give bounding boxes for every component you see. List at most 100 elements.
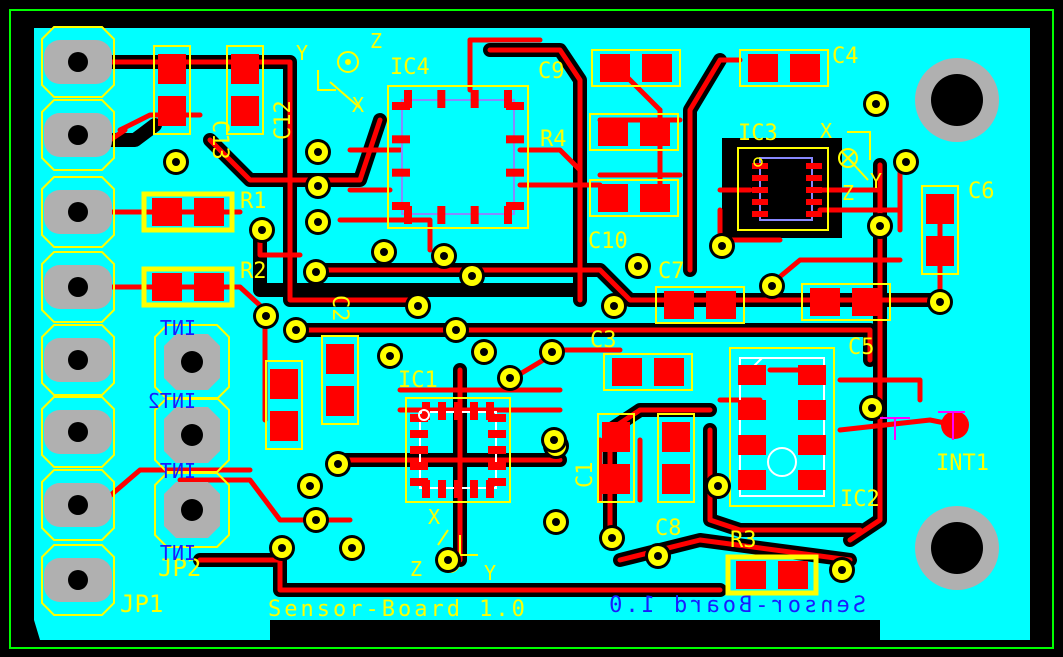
- ic4-pad: [392, 202, 410, 210]
- via-drill: [440, 252, 448, 260]
- ic2-body: [739, 357, 825, 497]
- jp1-pin-hole: [68, 422, 88, 442]
- ic1-pad: [454, 480, 462, 498]
- r2-pad: [152, 273, 182, 301]
- board-outline: [9, 9, 1054, 649]
- ic1-pad: [488, 462, 506, 470]
- r4-silk: [589, 113, 679, 151]
- jp1-pin-outline: [41, 469, 115, 541]
- ic3-pad: [806, 175, 822, 181]
- label-int1: INT1: [936, 451, 989, 476]
- c3-pad: [612, 358, 642, 386]
- jp1-pin-hole: [68, 277, 88, 297]
- ic2-pad: [738, 435, 766, 455]
- via-drill: [634, 262, 642, 270]
- ic4-pad: [392, 135, 410, 144]
- label-c11: C1: [573, 462, 598, 489]
- via-drill: [548, 348, 556, 356]
- mounting-holes: [915, 58, 999, 590]
- label-r3: R3: [730, 528, 757, 553]
- via-drill: [314, 148, 322, 156]
- ic1-pad: [470, 402, 478, 420]
- jp1-pin-hole: [68, 570, 88, 590]
- ic2-pad: [738, 470, 766, 490]
- ic1-pad: [454, 402, 462, 420]
- via-drill: [314, 218, 322, 226]
- jp1-pin-outline: [41, 396, 115, 468]
- via-drill: [414, 302, 422, 310]
- ic4-pad: [392, 168, 410, 177]
- vias: [163, 91, 953, 583]
- c12-silk: [226, 45, 264, 135]
- via-drill: [768, 282, 776, 290]
- jp1-pin-hole: [68, 495, 88, 515]
- jp1-pin-hole: [68, 125, 88, 145]
- ic1-pad: [486, 402, 494, 420]
- r1-pad: [194, 198, 224, 226]
- axis-y-ic4: Y: [296, 41, 308, 65]
- jp1-pin-outline: [41, 26, 115, 98]
- via-drill: [610, 302, 618, 310]
- c5-silk: [801, 283, 891, 321]
- via-drill: [278, 544, 286, 552]
- jp1-pin-hole: [68, 202, 88, 222]
- via-drill: [608, 534, 616, 542]
- axis-y-ic1: Y: [484, 561, 496, 585]
- ic2-silk: [729, 347, 835, 507]
- c3-pad: [654, 358, 684, 386]
- ic3-pad: [806, 163, 822, 169]
- ic1-pad: [438, 402, 446, 420]
- ic4-pad: [506, 168, 524, 177]
- ic3-pad: [752, 199, 768, 205]
- via-drill: [654, 552, 662, 560]
- jp1-pin-outline: [41, 251, 115, 323]
- ic4-pad: [437, 206, 446, 224]
- jp1-pin-hole: [68, 52, 88, 72]
- ic4-pad: [437, 90, 446, 108]
- jp2-pin-hole: [181, 351, 203, 373]
- ic3-pad: [752, 211, 768, 217]
- ic1-pad: [410, 446, 428, 454]
- ic1-pad: [438, 480, 446, 498]
- int1-testpoint: [880, 411, 969, 440]
- c8-pad: [662, 464, 690, 494]
- label-r2: R2: [240, 259, 267, 284]
- c6-silk: [921, 185, 959, 275]
- r2-pad: [194, 273, 224, 301]
- c8-pad: [662, 422, 690, 452]
- bottom-label-1: INT: [160, 316, 196, 340]
- ic2-pad: [798, 435, 826, 455]
- r1-pad: [152, 198, 182, 226]
- c7-pad: [664, 291, 694, 319]
- via-drill: [386, 352, 394, 360]
- c12-pad: [231, 96, 259, 126]
- label-c7: C7: [658, 259, 685, 284]
- via-drill: [348, 544, 356, 552]
- jp1-pin-hole: [68, 350, 88, 370]
- c12-pad: [231, 54, 259, 84]
- via-drill: [444, 556, 452, 564]
- bottom-label-3: INT: [160, 459, 196, 483]
- ic4-pad: [504, 206, 512, 224]
- axis-x-ic4: X: [352, 93, 364, 117]
- c13-pad: [158, 54, 186, 84]
- ic2-pin1-mark: [767, 447, 797, 477]
- label-jp1: JP1: [120, 590, 163, 618]
- via-drill: [262, 312, 270, 320]
- axis-x-ic3: X: [820, 119, 832, 143]
- via-drill: [876, 222, 884, 230]
- via-drill: [714, 482, 722, 490]
- c4-pad: [790, 54, 820, 82]
- via-drill: [314, 182, 322, 190]
- jp1-header: [41, 26, 115, 616]
- ic-packages: [387, 85, 835, 507]
- jp1-pin-outline: [41, 544, 115, 616]
- via-drill: [452, 326, 460, 334]
- via-drill: [258, 226, 266, 234]
- label-c8: C8: [655, 516, 682, 541]
- label-c12: C12: [271, 100, 296, 140]
- via-drill: [312, 268, 320, 276]
- ic3-silk: [737, 147, 829, 231]
- via-drill: [380, 248, 388, 256]
- ic1-pad: [488, 414, 506, 422]
